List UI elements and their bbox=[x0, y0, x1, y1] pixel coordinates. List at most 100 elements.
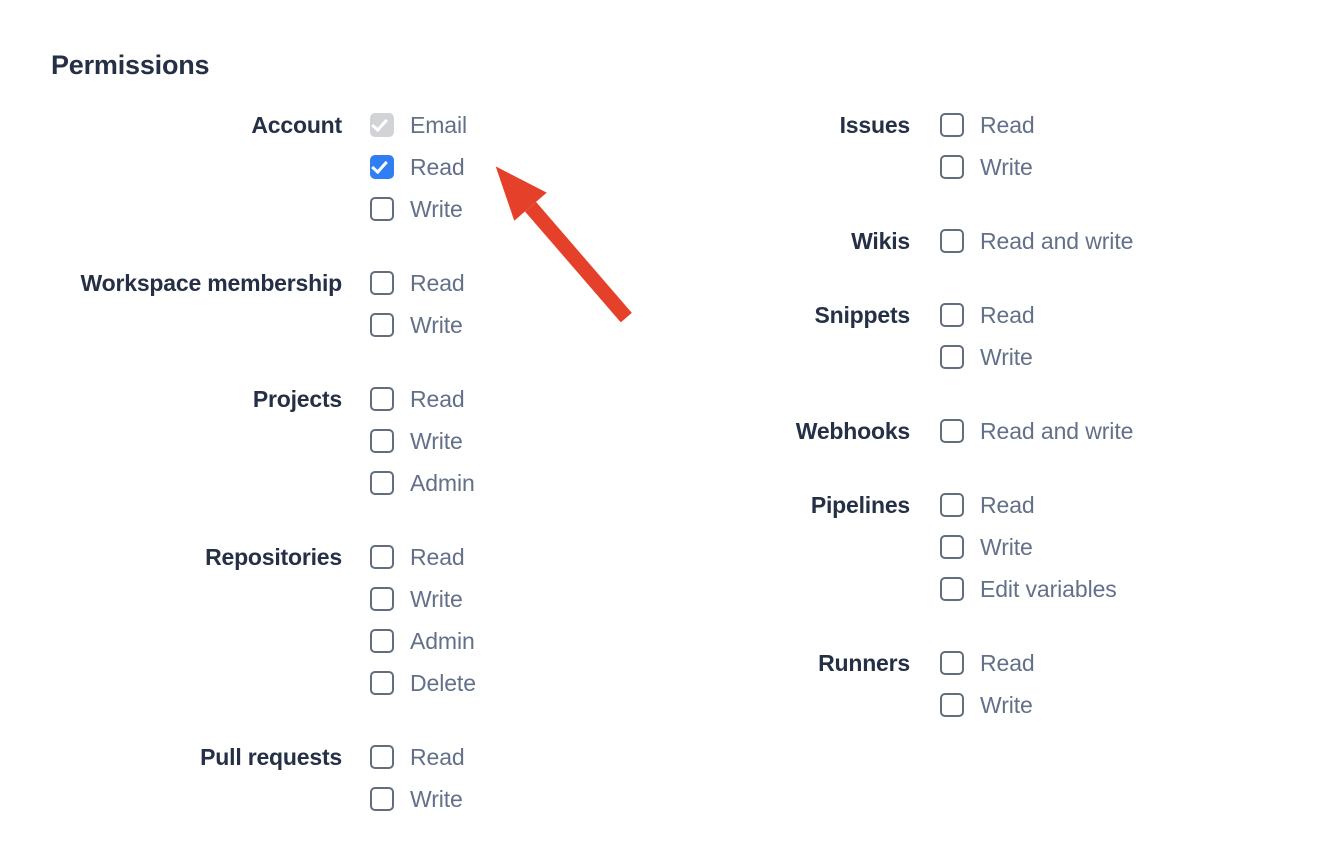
checkbox-unchecked-icon[interactable] bbox=[370, 745, 394, 769]
permission-option-pipelines-read[interactable]: Read bbox=[940, 484, 1322, 526]
permission-option-label: Write bbox=[410, 586, 463, 612]
permission-option-label: Read bbox=[410, 386, 465, 412]
permission-option-label: Write bbox=[980, 344, 1033, 370]
checkbox-unchecked-icon[interactable] bbox=[940, 419, 964, 443]
checkbox-unchecked-icon[interactable] bbox=[940, 535, 964, 559]
checkbox-unchecked-icon[interactable] bbox=[370, 313, 394, 337]
checkbox-unchecked-icon[interactable] bbox=[370, 629, 394, 653]
check-icon bbox=[371, 156, 388, 175]
checkbox-unchecked-icon[interactable] bbox=[370, 545, 394, 569]
permission-option-label: Write bbox=[410, 786, 463, 812]
permission-option-snippets-read[interactable]: Read bbox=[940, 294, 1322, 336]
permission-option-workspace-membership-write[interactable]: Write bbox=[370, 304, 660, 346]
checkbox-unchecked-icon[interactable] bbox=[370, 471, 394, 495]
permission-group-label-pull-requests: Pull requests bbox=[200, 744, 342, 770]
permission-option-issues-write[interactable]: Write bbox=[940, 146, 1322, 188]
permission-group-label-account: Account bbox=[251, 112, 342, 138]
permission-options-wikis: Read and write bbox=[910, 220, 1322, 262]
checkbox-unchecked-icon[interactable] bbox=[370, 587, 394, 611]
permission-options-webhooks: Read and write bbox=[910, 410, 1322, 452]
permission-option-label: Read bbox=[980, 302, 1035, 328]
checkbox-unchecked-icon[interactable] bbox=[940, 577, 964, 601]
permission-option-webhooks-read-and-write[interactable]: Read and write bbox=[940, 410, 1322, 452]
permission-option-snippets-write[interactable]: Write bbox=[940, 336, 1322, 378]
permission-group-label-webhooks: Webhooks bbox=[795, 418, 910, 444]
permission-option-repositories-delete[interactable]: Delete bbox=[370, 662, 660, 704]
checkbox-unchecked-icon[interactable] bbox=[940, 651, 964, 675]
permission-option-label: Read bbox=[410, 544, 465, 570]
page-title: Permissions bbox=[51, 50, 210, 80]
permission-option-account-read[interactable]: Read bbox=[370, 146, 660, 188]
permission-option-label: Read and write bbox=[980, 418, 1134, 444]
permission-option-label: Read bbox=[980, 650, 1035, 676]
permission-option-projects-write[interactable]: Write bbox=[370, 420, 660, 462]
checkbox-unchecked-icon[interactable] bbox=[370, 271, 394, 295]
permission-option-label: Write bbox=[980, 534, 1033, 560]
permission-option-label: Email bbox=[410, 112, 468, 138]
permission-group-label-repositories: Repositories bbox=[205, 544, 342, 570]
permission-option-workspace-membership-read[interactable]: Read bbox=[370, 262, 660, 304]
permission-option-repositories-admin[interactable]: Admin bbox=[370, 620, 660, 662]
check-icon bbox=[371, 114, 388, 133]
permission-option-repositories-read[interactable]: Read bbox=[370, 536, 660, 578]
permission-group-wikis: Wikis Read and write bbox=[660, 220, 1322, 262]
permission-option-runners-write[interactable]: Write bbox=[940, 684, 1322, 726]
permission-option-label: Read bbox=[980, 112, 1035, 138]
permission-option-account-write[interactable]: Write bbox=[370, 188, 660, 230]
checkbox-unchecked-icon[interactable] bbox=[370, 197, 394, 221]
permission-option-projects-admin[interactable]: Admin bbox=[370, 462, 660, 504]
checkbox-disabled-checked-icon bbox=[370, 113, 394, 137]
permission-option-wikis-read-and-write[interactable]: Read and write bbox=[940, 220, 1322, 262]
checkbox-unchecked-icon[interactable] bbox=[370, 387, 394, 411]
permission-option-label: Read and write bbox=[980, 228, 1134, 254]
permission-group-label-issues: Issues bbox=[839, 112, 911, 138]
checkbox-unchecked-icon[interactable] bbox=[940, 229, 964, 253]
checkbox-checked-icon[interactable] bbox=[370, 155, 394, 179]
checkbox-unchecked-icon[interactable] bbox=[940, 693, 964, 717]
permission-option-label: Admin bbox=[410, 470, 475, 496]
checkbox-unchecked-icon[interactable] bbox=[940, 493, 964, 517]
checkbox-unchecked-icon[interactable] bbox=[370, 429, 394, 453]
permission-option-label: Read bbox=[980, 492, 1035, 518]
permission-option-label: Read bbox=[410, 744, 465, 770]
permission-option-pull-requests-read[interactable]: Read bbox=[370, 736, 660, 778]
permission-option-issues-read[interactable]: Read bbox=[940, 104, 1322, 146]
checkbox-unchecked-icon[interactable] bbox=[370, 671, 394, 695]
permission-group-label-workspace-membership: Workspace membership bbox=[80, 270, 343, 296]
permission-option-label: Write bbox=[410, 196, 463, 222]
checkbox-unchecked-icon[interactable] bbox=[370, 787, 394, 811]
permission-option-label: Read bbox=[410, 270, 465, 296]
permission-option-repositories-write[interactable]: Write bbox=[370, 578, 660, 620]
permission-option-label: Write bbox=[410, 428, 463, 454]
permission-group-label-wikis: Wikis bbox=[851, 228, 910, 254]
checkbox-unchecked-icon[interactable] bbox=[940, 155, 964, 179]
permission-option-pipelines-write[interactable]: Write bbox=[940, 526, 1322, 568]
permission-option-pull-requests-write[interactable]: Write bbox=[370, 778, 660, 820]
permission-option-runners-read[interactable]: Read bbox=[940, 642, 1322, 684]
permission-group-label-pipelines: Pipelines bbox=[810, 492, 910, 518]
permission-option-label: Write bbox=[980, 692, 1033, 718]
permission-option-pipelines-edit-variables[interactable]: Edit variables bbox=[940, 568, 1322, 610]
checkbox-unchecked-icon[interactable] bbox=[940, 345, 964, 369]
permission-option-account-email[interactable]: Email bbox=[370, 104, 660, 146]
checkbox-unchecked-icon[interactable] bbox=[940, 303, 964, 327]
checkbox-unchecked-icon[interactable] bbox=[940, 113, 964, 137]
permission-option-label: Admin bbox=[410, 628, 475, 654]
permission-option-projects-read[interactable]: Read bbox=[370, 378, 660, 420]
